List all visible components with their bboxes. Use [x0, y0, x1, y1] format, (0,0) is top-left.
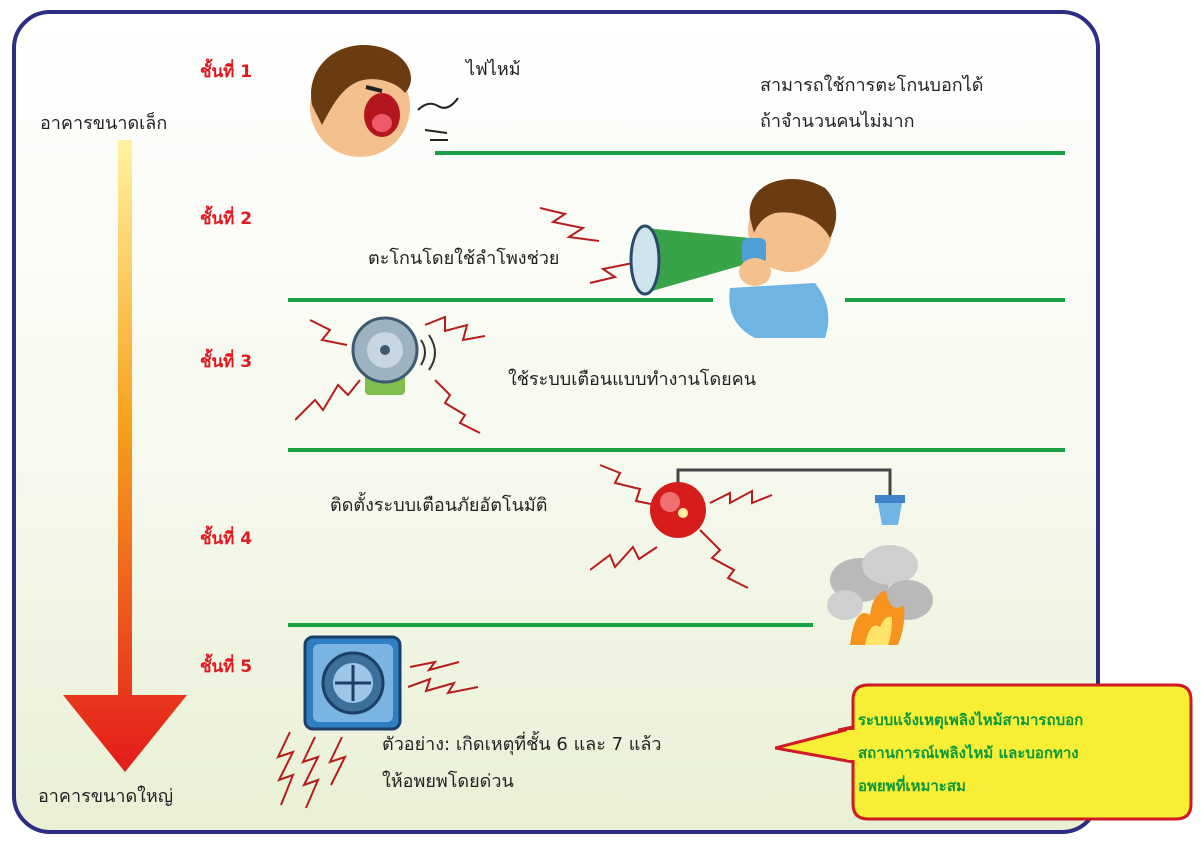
step2-description: ตะโกนโดยใช้ลำโพงช่วย [368, 248, 560, 269]
floor-line-2a [288, 298, 713, 302]
step1-description-line1: สามารถใช้การตะโกนบอกได้ [760, 75, 984, 96]
step1-description-line2: ถ้าจำนวนคนไม่มาก [760, 111, 915, 132]
note-line-2: สถานการณ์เพลิงไหม้ และบอกทาง [858, 744, 1079, 762]
automatic-alarm-icon [590, 464, 933, 645]
large-building-label: อาคารขนาดใหญ่ [38, 786, 174, 807]
note-text: ระบบแจ้งเหตุเพลิงไหม้สามารถบอก สถานการณ์… [858, 704, 1180, 803]
manual-bell-icon [295, 315, 486, 434]
note-callout-tail [775, 726, 855, 764]
step5-description-line1: ตัวอย่าง: เกิดเหตุที่ชั้น 6 และ 7 แล้ว [382, 734, 662, 755]
shouting-person-icon [310, 44, 459, 157]
floor-label-3: ชั้นที่ 3 [200, 352, 253, 372]
step3-description: ใช้ระบบเตือนแบบทำงานโดยคน [508, 369, 757, 390]
scale-arrow [63, 140, 187, 772]
shout-text: ไฟไหม้ [466, 59, 521, 80]
note-line-1: ระบบแจ้งเหตุเพลิงไหม้สามารถบอก [858, 711, 1084, 729]
floor-label-4: ชั้นที่ 4 [200, 529, 253, 549]
step4-description: ติดตั้งระบบเตือนภัยอัตโนมัติ [330, 495, 548, 516]
step5-description-line2: ให้อพยพโดยด่วน [382, 771, 514, 792]
floor-label-5: ชั้นที่ 5 [200, 657, 253, 677]
megaphone-person-icon [540, 179, 837, 338]
floor-line-3 [288, 448, 1065, 452]
small-building-label: อาคารขนาดเล็ก [40, 113, 168, 134]
note-line-3: อพยพที่เหมาะสม [858, 777, 966, 795]
note-callout [838, 683, 1193, 821]
floor-line-4 [288, 623, 813, 627]
floor-line-2b [845, 298, 1065, 302]
floor-line-1 [435, 151, 1065, 155]
floor-label-1: ชั้นที่ 1 [200, 62, 253, 82]
floor-label-2: ชั้นที่ 2 [200, 209, 253, 229]
speaker-system-icon [276, 635, 479, 809]
